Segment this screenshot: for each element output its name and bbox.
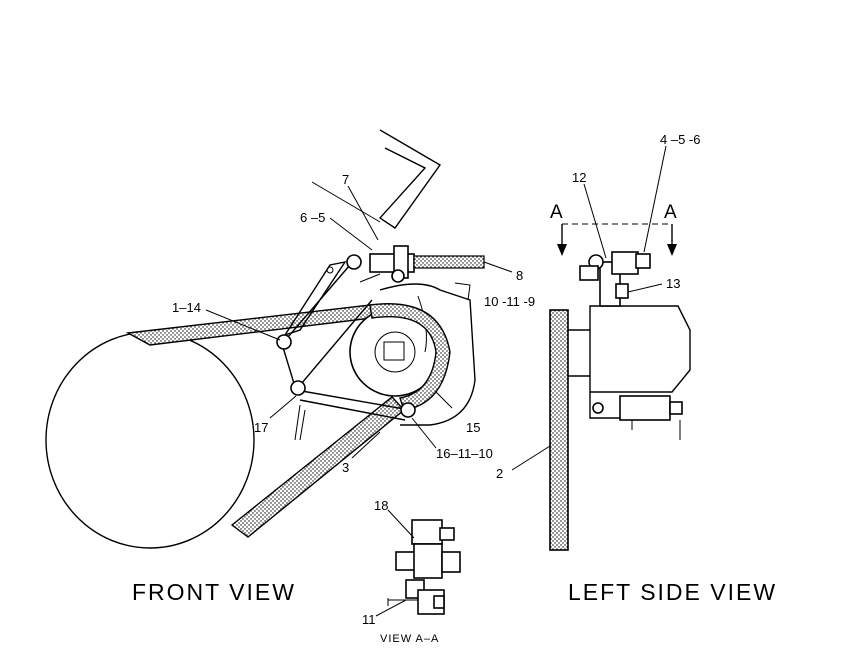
callout-16-11-10: 16–11–10	[436, 446, 493, 461]
pivot-bolt	[276, 334, 292, 350]
alternator-shaft	[568, 329, 590, 377]
lower-mount-bolt-left	[592, 402, 604, 414]
crankshaft-pulley	[45, 331, 255, 549]
upper-nut	[439, 527, 455, 541]
leader-lines-front	[205, 185, 513, 459]
section-arrowhead-right	[667, 244, 677, 256]
callout-17: 17	[254, 420, 268, 435]
callout-10-11-9: 10 -11 -9	[484, 294, 535, 309]
section-a-right: A	[664, 202, 677, 223]
callout-15: 15	[466, 420, 480, 435]
callout-8: 8	[516, 268, 523, 283]
left-nut	[395, 551, 417, 571]
leader-11	[375, 599, 407, 617]
callout-13: 13	[666, 276, 680, 291]
bracket-upper	[411, 519, 443, 545]
callout-1-14: 1–14	[172, 300, 201, 315]
lower-mount-nut	[669, 401, 683, 415]
left-side-view-label: LEFT SIDE VIEW	[568, 579, 777, 605]
callout-2: 2	[496, 466, 503, 481]
alternator-lower-bolt	[400, 402, 416, 418]
lower-right-nut	[433, 595, 445, 609]
fan-blade	[378, 129, 442, 229]
left-side-view: A A 12 4 –5 -6 13 2	[496, 132, 777, 605]
belt-upper-run	[125, 304, 373, 346]
front-view: 7 6 –5 8 10 -11 -9 1–14 17 15 16–11–10 3…	[45, 129, 535, 605]
section-a-left: A	[550, 202, 563, 223]
bracket-hole	[326, 266, 334, 274]
lower-mount-studs	[631, 420, 681, 440]
front-view-label: FRONT VIEW	[132, 579, 296, 605]
pulley-side-profile	[549, 309, 569, 551]
callout-7: 7	[342, 172, 349, 187]
callout-6-5: 6 –5	[300, 210, 325, 225]
adjusting-rod	[359, 245, 485, 283]
bracket-body	[413, 543, 443, 579]
fan-edge	[311, 181, 381, 223]
right-nut	[441, 551, 461, 573]
leader-18	[387, 509, 415, 539]
belt-lower-run	[230, 396, 406, 538]
mounting-bracket	[281, 257, 411, 441]
upper-bolt	[346, 254, 362, 270]
lower-mount-edge	[589, 392, 620, 419]
section-arrowhead-left	[557, 244, 567, 256]
callout-12: 12	[572, 170, 586, 185]
callout-11: 11	[362, 612, 376, 627]
callout-18: 18	[374, 498, 388, 513]
leader-lines-side	[511, 145, 667, 471]
alternator-side-body	[589, 305, 691, 393]
lower-mount	[619, 395, 671, 421]
lower-bolt	[290, 380, 306, 396]
view-a-a-label: VIEW A–A	[380, 633, 439, 645]
callout-3: 3	[342, 460, 349, 475]
side-adjust-bracket	[579, 251, 651, 307]
callout-4-5-6: 4 –5 -6	[660, 132, 700, 147]
view-a-a: 18 11 VIEW A–A	[362, 498, 461, 645]
stud	[387, 598, 418, 606]
